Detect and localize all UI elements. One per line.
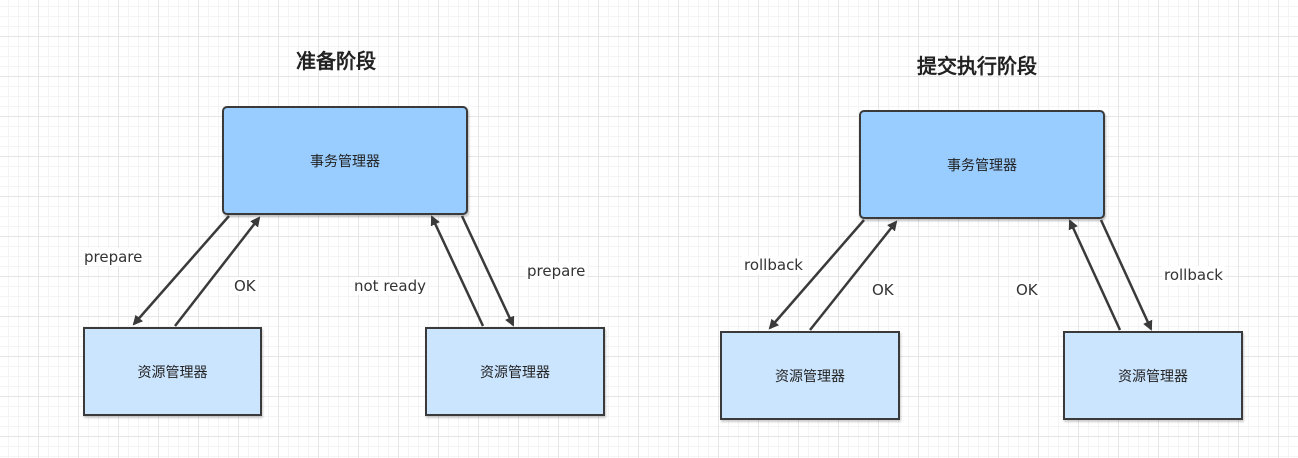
rollback-arrow-right-down [1099,219,1153,331]
resource-manager-prepare-right[interactable]: 资源管理器 [425,327,605,416]
prepare-phase-title: 准备阶段 [296,49,376,73]
transaction-manager-label: 事务管理器 [947,157,1017,174]
edge-label-prepare-right: prepare [525,262,588,280]
ok-arrow-left-up-commit [809,220,898,331]
commit-phase-title: 提交执行阶段 [917,54,1037,78]
resource-manager-commit-right[interactable]: 资源管理器 [1063,331,1243,420]
transaction-manager-label: 事务管理器 [310,153,380,170]
ok-arrow-right-up-commit [1068,219,1122,331]
not-ready-arrow-right-up [430,215,485,327]
resource-manager-label: 资源管理器 [775,368,845,385]
rollback-arrow-left-down [768,219,865,330]
edge-label-ok-left-commit: OK [870,281,896,299]
prepare-arrow-right-down [460,215,515,327]
transaction-manager-commit[interactable]: 事务管理器 [859,110,1105,219]
ok-arrow-left-up [174,216,261,327]
edge-label-ok-right-commit: OK [1014,281,1040,299]
resource-manager-commit-left[interactable]: 资源管理器 [720,331,900,420]
resource-manager-label: 资源管理器 [137,364,208,381]
resource-manager-label: 资源管理器 [480,364,550,381]
edge-label-not-ready: not ready [352,277,428,295]
edge-label-rollback-left: rollback [742,256,805,274]
resource-manager-label: 资源管理器 [1118,368,1188,385]
transaction-manager-prepare[interactable]: 事务管理器 [222,106,468,215]
edge-label-ok-left: OK [232,277,258,295]
prepare-arrow-left-down [132,215,230,326]
resource-manager-prepare-left[interactable]: 资源管理器 [83,327,262,416]
edge-label-rollback-right: rollback [1162,266,1225,284]
edge-label-prepare-left: prepare [82,248,145,266]
